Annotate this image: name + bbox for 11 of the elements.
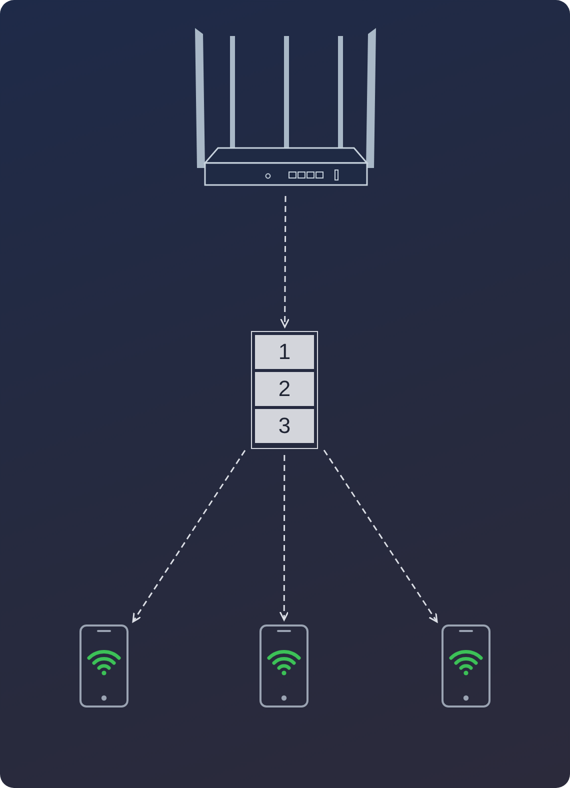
queue-slot: 3 [255, 409, 314, 443]
dashed-arrow [323, 450, 438, 623]
queue-slot: 1 [255, 335, 314, 369]
queue-slot: 2 [255, 372, 314, 406]
queue-frame [251, 331, 318, 449]
smartphone-icon [259, 624, 309, 708]
smartphone-icon [79, 624, 129, 708]
dashed-arrow [132, 450, 246, 622]
smartphone-icon [441, 624, 491, 708]
dashed-arrow [280, 196, 290, 328]
dashed-arrow [279, 455, 289, 621]
